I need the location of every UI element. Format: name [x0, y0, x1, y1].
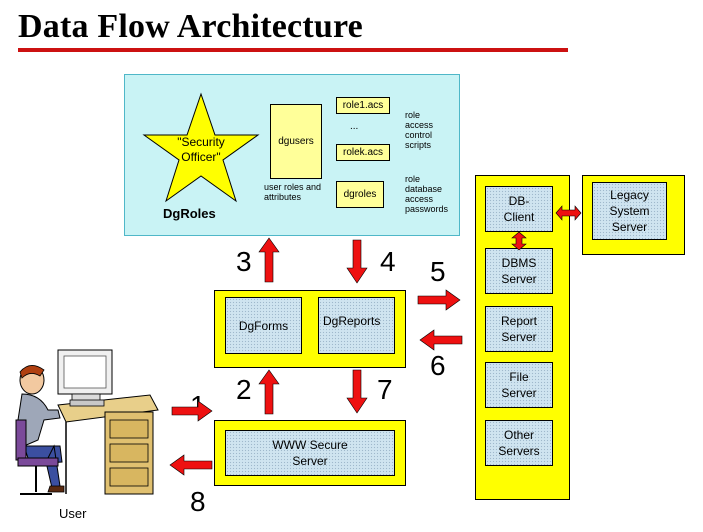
rolek-acs-label: rolek.acs	[342, 147, 383, 158]
user-roles-note: user roles and attributes	[264, 182, 322, 202]
dbms-server-box: DBMS Server	[485, 248, 553, 294]
arrow-2-up	[258, 369, 280, 415]
legacy-system-label: Legacy System Server	[609, 188, 650, 234]
page-title: Data Flow Architecture	[18, 8, 363, 45]
dgroles-label: dgroles	[343, 189, 377, 200]
step-number-7: 7	[377, 374, 393, 405]
dgusers-label: dgusers	[278, 136, 314, 147]
step-number-8: 8	[190, 486, 206, 517]
other-servers-label: Other Servers	[498, 428, 540, 458]
db-client-label: DB-Client	[503, 194, 535, 224]
dgusers-box: dgusers	[270, 104, 322, 179]
dgforms-box: DgForms	[225, 297, 302, 354]
role-scripts-note: role access control scripts	[405, 110, 434, 150]
role1-acs-box: role1.acs	[336, 97, 390, 114]
step-number-6: 6	[430, 350, 446, 381]
dgforms-label: DgForms	[238, 318, 289, 333]
legacy-system-box: Legacy System Server	[592, 182, 667, 240]
security-officer-label: "Security Officer"	[177, 135, 225, 164]
arrow-8-left	[169, 454, 213, 476]
dgroles-box: dgroles	[336, 181, 384, 208]
dbms-server-label: DBMS Server	[501, 256, 537, 286]
arrow-6-left	[419, 329, 463, 351]
db-client-box: DB-Client	[485, 186, 553, 232]
title-underline	[18, 48, 568, 52]
report-server-label: Report Server	[500, 314, 538, 344]
user-label: User	[59, 506, 87, 521]
step-number-3: 3	[236, 246, 252, 277]
role1-acs-label: role1.acs	[342, 100, 384, 111]
arrow-5-right	[417, 289, 461, 311]
arrow-7-down	[346, 369, 368, 414]
step-number-4: 4	[380, 246, 396, 277]
user-illustration	[15, 349, 159, 495]
role-ellipsis: ...	[350, 121, 359, 132]
dgroles-label: DgRoles	[163, 206, 216, 221]
dgreports-label: DgReports	[323, 314, 381, 328]
arrow-3-up	[258, 237, 280, 283]
other-servers-box: Other Servers	[485, 420, 553, 466]
file-server-label: File Server	[501, 370, 537, 400]
report-server-box: Report Server	[485, 306, 553, 352]
arrow-4-down	[346, 239, 368, 284]
step-number-5: 5	[430, 256, 446, 287]
www-secure-server-box: WWW Secure Server	[225, 430, 395, 476]
www-secure-server-label: WWW Secure Server	[272, 438, 348, 468]
step-number-2: 2	[236, 374, 252, 405]
file-server-box: File Server	[485, 362, 553, 408]
rolek-acs-box: rolek.acs	[336, 144, 390, 161]
role-passwords-note: role database access passwords	[405, 174, 449, 214]
dgreports-box: DgReports	[318, 297, 395, 354]
step-number-1: 1	[190, 390, 206, 421]
